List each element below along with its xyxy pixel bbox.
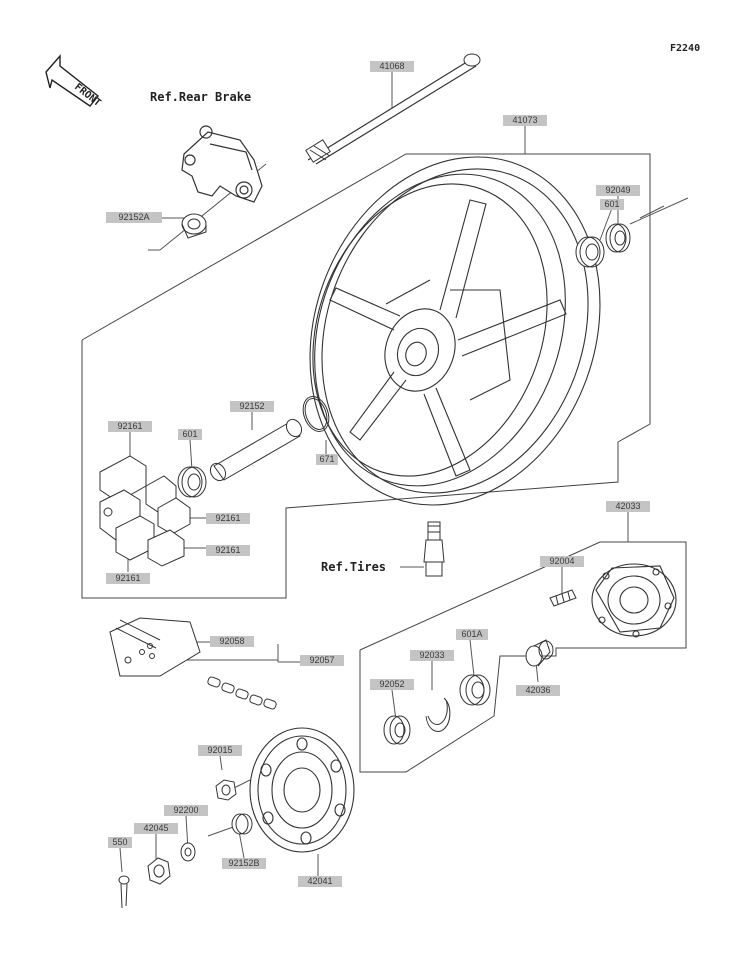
part-label-92152[interactable]: 92152	[230, 401, 274, 412]
collar-92152b	[232, 814, 252, 834]
part-label-92052[interactable]: 92052	[370, 679, 414, 690]
part-label-92161-top[interactable]: 92161	[108, 421, 152, 432]
axle-41068	[306, 54, 480, 164]
circlip-92033	[426, 698, 450, 731]
part-label-601a[interactable]: 601A	[456, 629, 488, 640]
ref-rear-brake[interactable]: Ref.Rear Brake	[150, 90, 252, 104]
figure-id: F2240	[670, 43, 701, 54]
part-label-92057[interactable]: 92057	[300, 655, 344, 666]
part-label-92058[interactable]: 92058	[210, 636, 254, 647]
ref-tires[interactable]: Ref.Tires	[321, 560, 387, 574]
drive-chain-92057	[110, 618, 277, 710]
hub-group-outline	[360, 542, 686, 772]
stud-92004	[550, 590, 576, 606]
rear-brake-bracket	[182, 126, 262, 202]
part-label-41073[interactable]: 41073	[503, 115, 547, 126]
collar-tube-92152	[207, 417, 304, 484]
part-label-671[interactable]: 671	[316, 454, 338, 465]
part-label-601-mid[interactable]: 601	[178, 429, 202, 440]
valve-stem	[424, 522, 444, 576]
collar-42036	[526, 640, 553, 666]
seal-92049	[606, 224, 630, 252]
collar-92152a	[182, 214, 206, 238]
part-label-92152b[interactable]: 92152B	[222, 858, 266, 869]
part-label-92152a[interactable]: 92152A	[106, 212, 162, 223]
wheel-group-outline	[82, 154, 650, 598]
o-ring-671	[299, 393, 334, 435]
cotter-pin-550	[119, 876, 129, 908]
damper-rubbers-92161	[100, 456, 190, 566]
rear-sprocket-42041	[250, 728, 354, 852]
front-arrow-icon: FRONT	[46, 56, 103, 109]
sprocket-hub-42033	[592, 564, 676, 637]
nut-42045	[148, 858, 170, 884]
part-label-550[interactable]: 550	[108, 837, 132, 848]
seal-92052	[384, 716, 410, 744]
part-label-92004[interactable]: 92004	[540, 556, 584, 567]
part-label-92200[interactable]: 92200	[164, 805, 208, 816]
part-label-92033[interactable]: 92033	[410, 650, 454, 661]
part-label-601-top[interactable]: 601	[600, 199, 624, 210]
part-label-92161-right2[interactable]: 92161	[206, 545, 250, 556]
part-label-42041[interactable]: 42041	[298, 876, 342, 887]
rear-wheel-41073	[263, 116, 648, 546]
part-label-92015[interactable]: 92015	[198, 745, 242, 756]
part-label-92161-bottom[interactable]: 92161	[106, 573, 150, 584]
part-label-41068[interactable]: 41068	[370, 61, 414, 72]
part-label-42036[interactable]: 42036	[516, 685, 560, 696]
bearing-601-top	[576, 237, 604, 267]
part-label-92049[interactable]: 92049	[596, 185, 640, 196]
part-label-42045[interactable]: 42045	[134, 823, 178, 834]
washer-92200	[181, 843, 195, 861]
bearing-601a	[460, 675, 490, 705]
part-label-92161-right1[interactable]: 92161	[206, 513, 250, 524]
bearing-601-mid	[178, 467, 206, 497]
part-label-42033[interactable]: 42033	[606, 501, 650, 512]
nut-92015	[216, 780, 236, 800]
